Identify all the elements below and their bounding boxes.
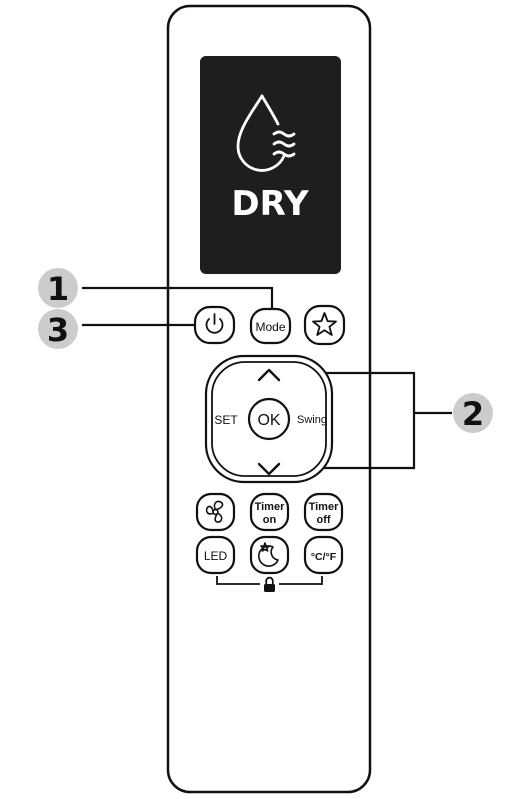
up-button[interactable] [252, 364, 286, 386]
favorite-button[interactable] [303, 304, 346, 346]
mode-button[interactable]: Mode [249, 307, 292, 345]
callout-3: 3 [38, 309, 78, 349]
svg-text:on: on [263, 514, 277, 526]
ok-button[interactable]: OK [247, 397, 291, 441]
water-drop-wave-icon [236, 94, 296, 172]
svg-text:1: 1 [47, 270, 69, 308]
timer-on-button[interactable]: Timer on [249, 492, 290, 532]
svg-text:SET: SET [214, 413, 238, 427]
display-screen: DRY [200, 56, 341, 274]
timer-off-button[interactable]: Timer off [303, 492, 344, 532]
swing-button[interactable]: Swing [297, 414, 327, 426]
svg-text:LED: LED [204, 549, 228, 563]
led-button[interactable]: LED [195, 535, 236, 575]
svg-text:Mode: Mode [255, 320, 285, 334]
power-button[interactable] [193, 305, 236, 345]
fan-icon [205, 500, 224, 523]
callout-leader-lines [82, 286, 452, 470]
star-icon [312, 312, 337, 336]
chevron-up-icon [257, 368, 281, 382]
lock-icon [264, 576, 275, 592]
down-button[interactable] [252, 456, 286, 478]
svg-text:OK: OK [257, 412, 280, 429]
svg-text:off: off [316, 514, 330, 526]
set-button[interactable]: SET [214, 413, 238, 427]
svg-text:3: 3 [47, 311, 69, 349]
child-lock-bracket [216, 576, 323, 585]
svg-text:Timer: Timer [255, 501, 285, 513]
svg-text:Timer: Timer [309, 501, 339, 513]
callout-2: 2 [453, 393, 493, 433]
svg-text:°C/°F: °C/°F [311, 551, 337, 563]
temp-unit-button[interactable]: °C/°F [303, 535, 344, 575]
svg-text:2: 2 [462, 395, 484, 433]
moon-star-icon [258, 542, 279, 567]
fan-button[interactable] [195, 492, 236, 532]
display-mode-text: DRY [231, 184, 309, 224]
callout-1: 1 [38, 268, 78, 308]
svg-text:Swing: Swing [297, 414, 327, 426]
power-icon [205, 313, 224, 334]
chevron-down-icon [257, 462, 281, 476]
sleep-button[interactable] [249, 535, 290, 575]
